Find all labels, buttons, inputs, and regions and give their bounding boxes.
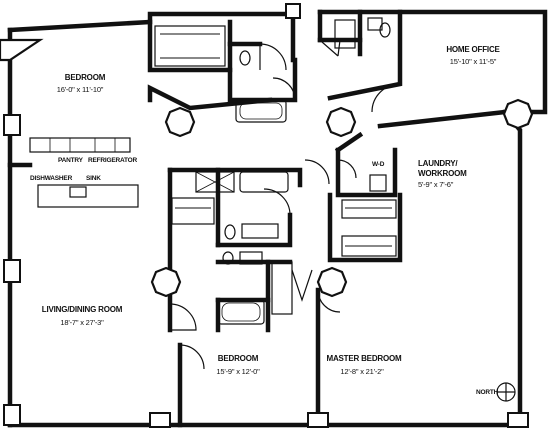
home-office-dims: 15'-10" x 11'-5" [450, 57, 497, 66]
column [316, 266, 348, 298]
wall-piers [3, 3, 529, 428]
pier [3, 404, 21, 426]
washer-dryer [369, 174, 387, 192]
bedroom-nw-name: BEDROOM [65, 73, 106, 82]
pier [149, 412, 171, 428]
bedroom-s-name: BEDROOM [218, 354, 259, 363]
bedroom-s-dims: 15'-9" x 12'-0" [216, 367, 260, 376]
toilet [224, 224, 236, 240]
home-office-name: HOME OFFICE [446, 45, 500, 54]
sink [69, 186, 87, 198]
kitchen-island [37, 184, 139, 208]
laundry-dims: 5'-9" x 7'-6" [418, 180, 454, 189]
exterior-walls [7, 9, 548, 428]
column [150, 266, 182, 298]
sink [367, 17, 383, 31]
pier [3, 259, 21, 283]
bedroom-nw-dims: 16'-0" x 11'-10" [57, 85, 104, 94]
closet [341, 199, 397, 219]
closet [334, 19, 356, 49]
pier [285, 3, 301, 19]
pier [307, 412, 329, 428]
dishwasher-label: DISHWASHER [30, 175, 73, 182]
bathtub [239, 171, 289, 193]
north-label: NORTH [476, 389, 499, 396]
laundry-name-line2: WORKROOM [418, 169, 467, 178]
closet [341, 235, 397, 257]
kitchen-counter [29, 137, 131, 153]
bathtub [235, 99, 287, 123]
door-swings [169, 39, 401, 370]
column [325, 106, 357, 138]
toilet [222, 251, 234, 265]
laundry-name-line1: LAUNDRY/ [418, 159, 458, 168]
wd-label: W-D [372, 161, 385, 168]
master-bedroom-name: MASTER BEDROOM [327, 354, 403, 363]
column [0, 38, 44, 62]
refrigerator-label: REFRIGERATOR [88, 157, 138, 164]
living-dining-name: LIVING/DINING ROOM [42, 305, 123, 314]
vanity [241, 223, 279, 239]
fixtures [29, 17, 397, 325]
vanity [239, 251, 263, 265]
closet [154, 25, 226, 67]
closet [171, 197, 215, 225]
pantry-label: PANTRY [58, 157, 84, 164]
structural-columns [0, 38, 534, 298]
bathtub [217, 299, 265, 325]
sink-label: SINK [86, 175, 101, 182]
living-dining-dims: 18'-7" x 27'-3" [60, 318, 104, 327]
pier [507, 412, 529, 428]
toilet [239, 50, 251, 66]
pier [3, 114, 21, 136]
north-arrow [496, 382, 516, 402]
column [164, 106, 196, 138]
closet [271, 261, 293, 315]
shower [195, 171, 235, 193]
room-labels: BEDROOM 16'-0" x 11'-10" HOME OFFICE 15'… [30, 45, 501, 396]
column [502, 98, 534, 130]
master-bedroom-dims: 12'-8" x 21'-2" [340, 367, 384, 376]
